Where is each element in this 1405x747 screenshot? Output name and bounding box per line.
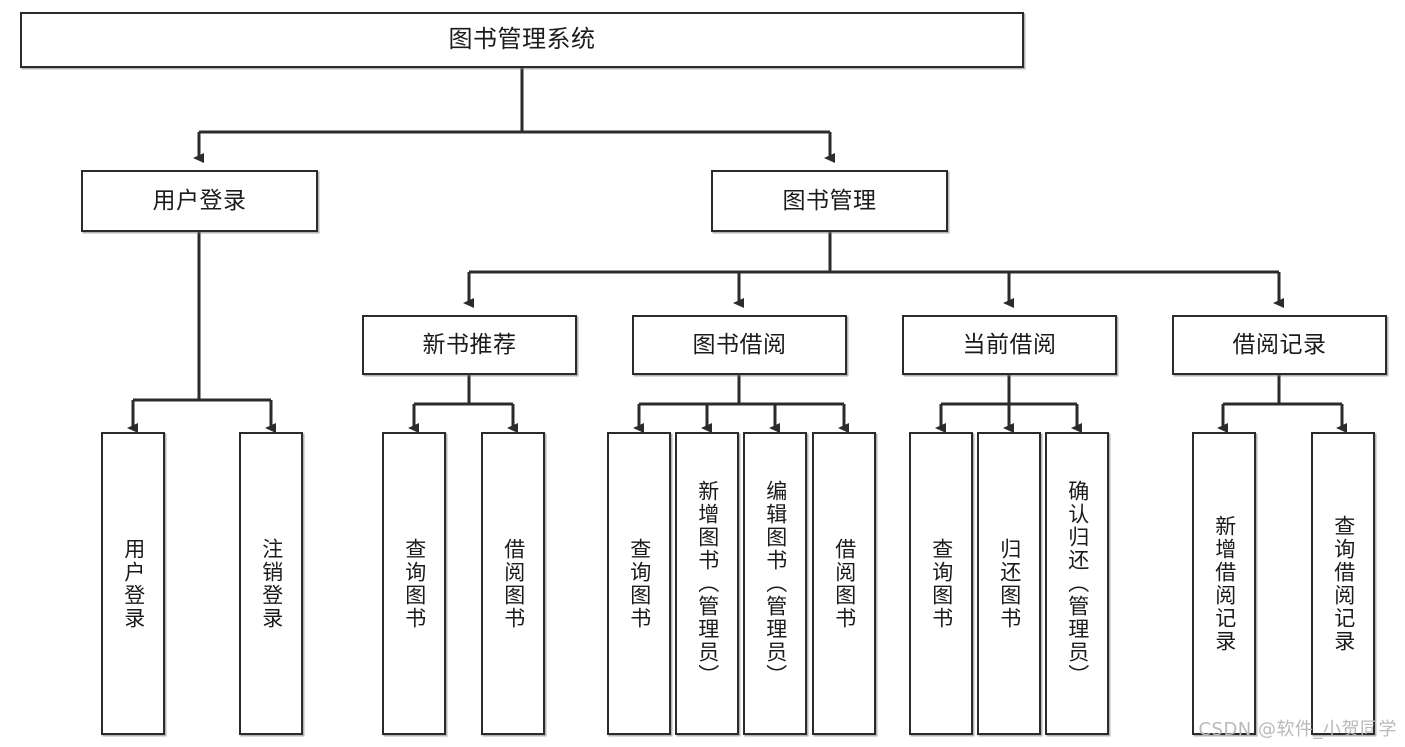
node-label: 查询图书 — [627, 537, 652, 630]
node-label: 借阅图书 — [832, 537, 857, 630]
leaf-current-confirm-return-admin[interactable]: 确认归还（管理员） — [1045, 432, 1109, 735]
node-label: 新书推荐 — [422, 331, 517, 358]
leaf-borrow-add-book-admin[interactable]: 新增图书（管理员） — [675, 432, 739, 735]
node-current-borrow[interactable]: 当前借阅 — [902, 315, 1117, 375]
node-label: 查询图书 — [402, 537, 427, 630]
leaf-record-add-record[interactable]: 新增借阅记录 — [1192, 432, 1256, 735]
node-label: 新增借阅记录 — [1212, 514, 1237, 653]
node-label: 查询借阅记录 — [1331, 514, 1356, 653]
leaf-record-query-record[interactable]: 查询借阅记录 — [1311, 432, 1375, 735]
node-label: 查询图书 — [929, 537, 954, 630]
node-new-book-recommend[interactable]: 新书推荐 — [362, 315, 577, 375]
node-book-management[interactable]: 图书管理 — [711, 170, 948, 232]
node-label: 图书借阅 — [692, 331, 787, 358]
node-label: 用户登录 — [121, 537, 146, 630]
node-label: 借阅记录 — [1232, 331, 1327, 358]
watermark-text: CSDN @软件_小贺同学 — [1198, 719, 1397, 740]
node-label: 用户登录 — [152, 187, 247, 214]
node-label: 编辑图书（管理员） — [763, 480, 788, 687]
node-root-system[interactable]: 图书管理系统 — [20, 12, 1024, 68]
leaf-user-login-logout[interactable]: 注销登录 — [239, 432, 303, 735]
node-label: 确认归还（管理员） — [1065, 480, 1090, 687]
leaf-borrow-edit-book-admin[interactable]: 编辑图书（管理员） — [743, 432, 807, 735]
node-label: 图书管理系统 — [448, 25, 596, 54]
leaf-borrow-query-book[interactable]: 查询图书 — [607, 432, 671, 735]
node-label: 图书管理 — [782, 187, 877, 214]
node-book-borrow[interactable]: 图书借阅 — [632, 315, 847, 375]
node-label: 借阅图书 — [501, 537, 526, 630]
leaf-recommend-borrow-book[interactable]: 借阅图书 — [481, 432, 545, 735]
node-borrow-record[interactable]: 借阅记录 — [1172, 315, 1387, 375]
leaf-borrow-borrow-book[interactable]: 借阅图书 — [812, 432, 876, 735]
node-label: 注销登录 — [259, 537, 284, 630]
node-label: 当前借阅 — [962, 331, 1057, 358]
leaf-current-return-book[interactable]: 归还图书 — [977, 432, 1041, 735]
leaf-user-login-login[interactable]: 用户登录 — [101, 432, 165, 735]
node-user-login[interactable]: 用户登录 — [81, 170, 318, 232]
node-label: 新增图书（管理员） — [695, 480, 720, 687]
node-label: 归还图书 — [997, 537, 1022, 630]
leaf-current-query-book[interactable]: 查询图书 — [909, 432, 973, 735]
leaf-recommend-query-book[interactable]: 查询图书 — [382, 432, 446, 735]
